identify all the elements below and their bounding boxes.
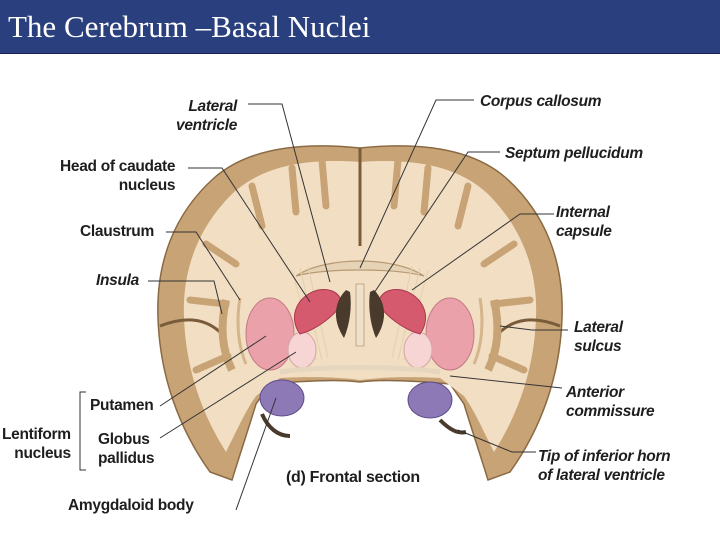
label-tip-of-inferior-horn: Tip of inferior horn of lateral ventricl… [538, 448, 671, 484]
label-insula: Insula [96, 272, 139, 289]
leader-lines [79, 99, 568, 511]
left-lateral-ventricle [335, 290, 351, 338]
left-claustrum [236, 297, 248, 365]
anterior-commissure-shape [279, 365, 441, 375]
label-claustrum: Claustrum [80, 223, 154, 240]
label-corpus-callosum: Corpus callosum [480, 93, 602, 110]
left-inferior-horn [260, 413, 291, 438]
label-septum-pellucidum: Septum pellucidum [505, 145, 643, 162]
right-putamen [425, 297, 475, 371]
title-bar: The Cerebrum –Basal Nuclei [0, 0, 720, 54]
cortical-gyri [186, 156, 534, 374]
left-putamen [245, 297, 295, 371]
label-lateral-sulcus: Lateral sulcus [574, 319, 623, 355]
brain-frontal-section-diagram [79, 99, 568, 511]
label-lateral-ventricle: Lateral ventricle [176, 98, 238, 134]
label-internal-capsule: Internal capsule [556, 204, 612, 240]
label-globus-pallidus: Globus pallidus [98, 431, 155, 467]
right-inferior-horn [438, 418, 467, 435]
right-globus-pallidus [403, 331, 433, 369]
left-caudate [293, 289, 343, 335]
label-lentiform-nucleus: Lentiform nucleus [2, 426, 71, 462]
right-lateral-ventricle [369, 290, 385, 338]
label-frontal-section: (d) Frontal section [286, 469, 420, 486]
left-lateral-sulcus [159, 318, 224, 336]
right-insula [484, 299, 502, 372]
label-amygdaloid-body: Amygdaloid body [68, 497, 194, 514]
label-head-of-caudate-nucleus: Head of caudate nucleus [60, 158, 176, 194]
right-claustrum [472, 297, 484, 365]
slide-title: The Cerebrum –Basal Nuclei [8, 8, 371, 44]
right-amygdaloid-body [407, 381, 453, 419]
left-globus-pallidus [287, 331, 317, 369]
right-lateral-sulcus [496, 318, 561, 336]
right-caudate [377, 289, 427, 335]
left-amygdaloid-body [259, 379, 305, 417]
label-putamen: Putamen [90, 397, 154, 414]
corpus-callosum-shape [295, 260, 425, 277]
left-insula [218, 299, 236, 372]
label-anterior-commissure: Anterior commissure [566, 384, 655, 420]
septum-pellucidum-shape [355, 283, 365, 347]
